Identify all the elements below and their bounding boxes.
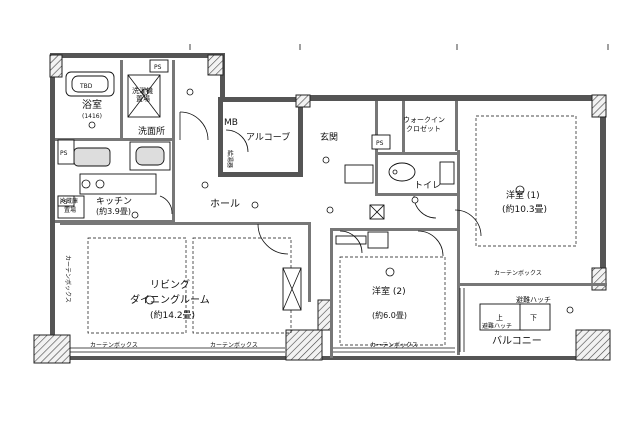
entrance-fixtures bbox=[335, 164, 389, 249]
living-cabinet bbox=[282, 267, 302, 311]
toilet-bowl bbox=[388, 161, 455, 185]
label-washer-2: 置場 bbox=[136, 94, 150, 103]
label-hall: ホール bbox=[210, 198, 240, 210]
washer-space bbox=[127, 74, 161, 118]
room-labels: 浴室 (1416) 洗濯機 置場 洗面所 MB アルコーブ 玄関 ウォークイン … bbox=[60, 86, 551, 347]
label-washer: 洗濯機 bbox=[132, 86, 153, 95]
label-western2: 洋室 (2) bbox=[372, 285, 406, 297]
annotation-labels: カーテンボックス カーテンボックス カーテンボックス カーテンボックス カーテン… bbox=[60, 64, 542, 349]
label-fridge-2: 置場 bbox=[64, 206, 76, 214]
label-hatch: 避難ハッチ bbox=[516, 295, 551, 304]
label-living: リビング bbox=[150, 278, 190, 291]
vanity-sink bbox=[129, 141, 171, 171]
label-tbd: TBD bbox=[79, 83, 93, 90]
structural-columns bbox=[33, 54, 611, 364]
label-western1: 洋室 (1) bbox=[506, 189, 540, 201]
label-washroom: 洗面所 bbox=[138, 125, 165, 137]
windows bbox=[70, 288, 465, 353]
label-kitchen: キッチン bbox=[96, 196, 132, 207]
label-ps-2: PS bbox=[154, 64, 162, 71]
label-bath: 浴室 bbox=[82, 98, 102, 111]
label-toilet: トイレ bbox=[414, 181, 441, 191]
label-curtain-box-3: カーテンボックス bbox=[370, 341, 418, 349]
evacuation-hatch bbox=[479, 303, 551, 331]
label-hatch-2: 避難ハッチ bbox=[482, 322, 512, 330]
label-western2-size: (約6.0畳) bbox=[372, 310, 407, 320]
label-fridge: 冷蔵庫 bbox=[60, 197, 78, 205]
label-curtain-box-vertical: カーテンボックス bbox=[64, 255, 72, 303]
ps-boxes bbox=[57, 59, 391, 207]
label-entrance: 玄関 bbox=[320, 131, 338, 143]
label-closet: クロゼット bbox=[406, 124, 441, 133]
label-balcony: バルコニー bbox=[492, 335, 542, 347]
bathtub bbox=[65, 71, 115, 97]
label-ps-3: PS bbox=[376, 140, 384, 147]
kitchen-counter bbox=[73, 147, 157, 195]
label-curtain-box-1: カーテンボックス bbox=[90, 341, 138, 349]
dimension-ticks bbox=[189, 44, 609, 50]
label-up: 上 bbox=[496, 313, 503, 322]
label-curtain-box-2: カーテンボックス bbox=[210, 341, 258, 349]
label-mb: MB bbox=[224, 118, 238, 128]
label-kitchen-size: (約3.9畳) bbox=[96, 206, 131, 216]
label-dining: ダイニングルーム bbox=[130, 293, 210, 306]
label-western1-size: (約10.3畳) bbox=[502, 203, 547, 215]
label-curtain-box-4: カーテンボックス bbox=[494, 269, 542, 277]
ceiling-lights bbox=[88, 88, 574, 314]
label-ps-4: PS bbox=[60, 199, 68, 206]
label-alcove: アルコーブ bbox=[246, 131, 290, 143]
label-ps-1: PS bbox=[60, 150, 68, 157]
label-down: 下 bbox=[530, 314, 537, 322]
label-boiler: 給湯器 bbox=[226, 150, 234, 168]
label-walkin: ウォークイン bbox=[403, 116, 445, 124]
door-swings bbox=[159, 111, 482, 257]
label-bath-size: (1416) bbox=[82, 113, 102, 120]
label-living-size: (約14.2畳) bbox=[150, 309, 195, 321]
